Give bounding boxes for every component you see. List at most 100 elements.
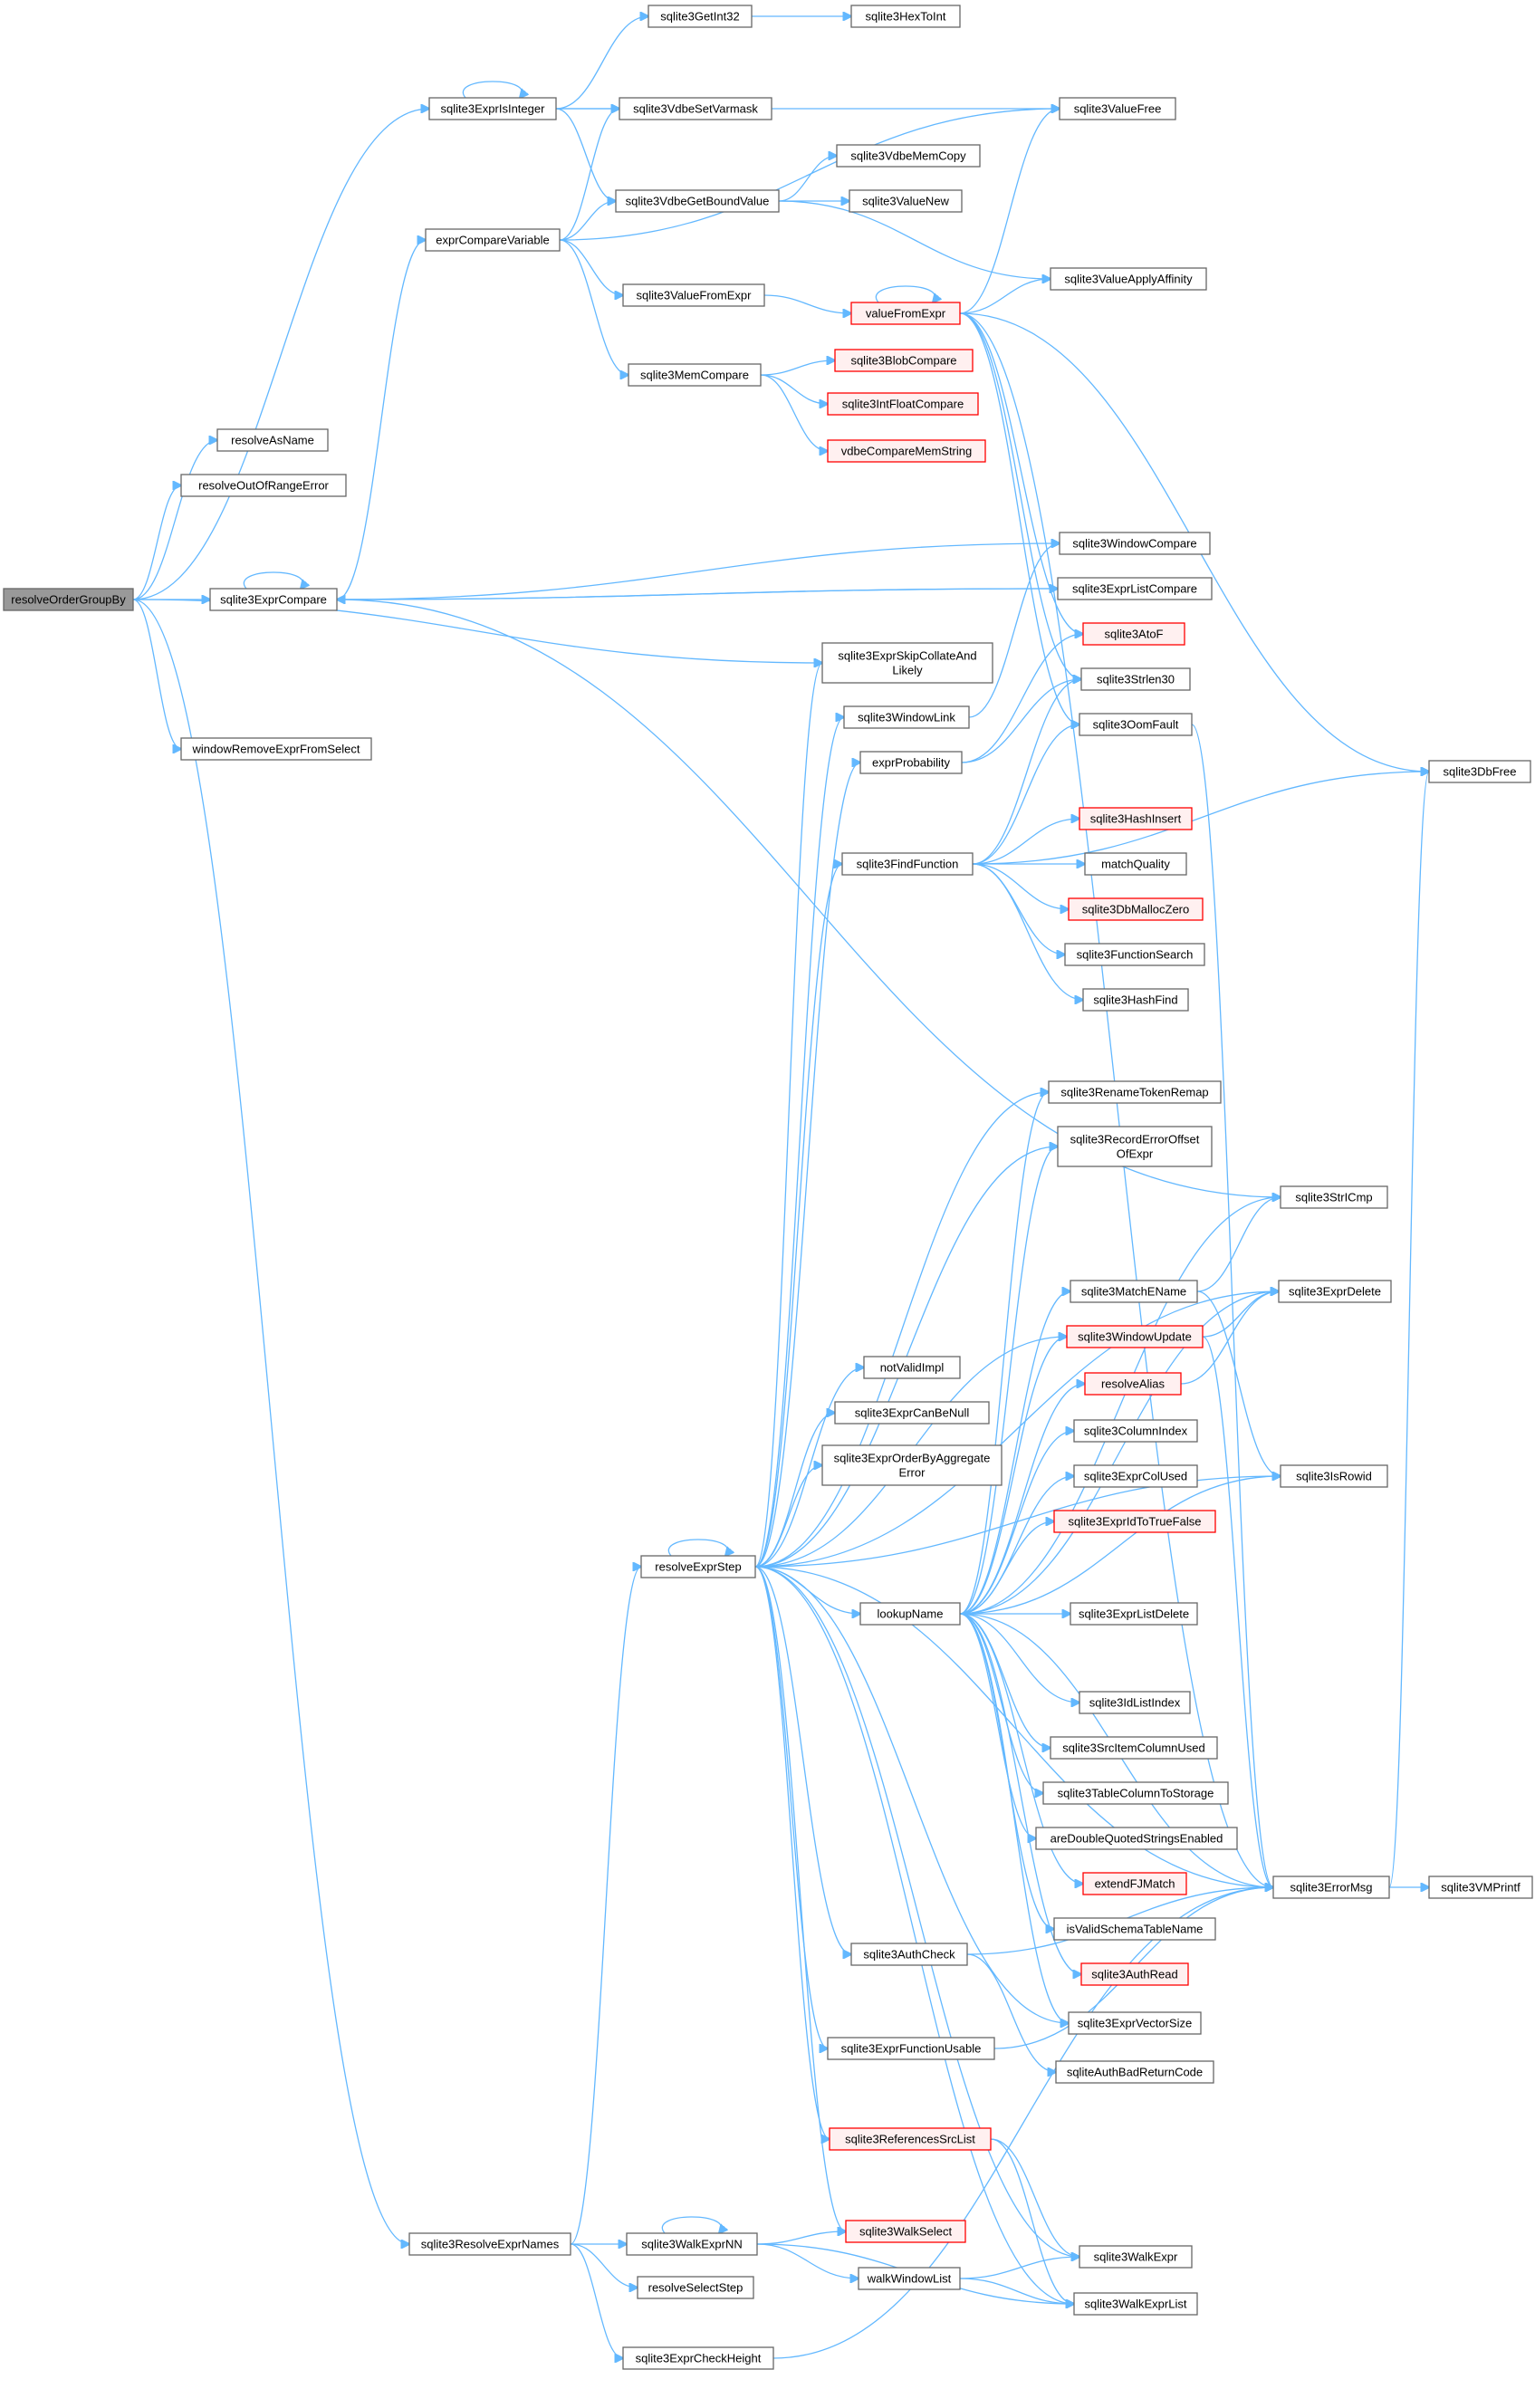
node-sqlite3-blob-compare[interactable]: sqlite3BlobCompare [834,349,974,372]
node-sqlite3-vdbe-mem-copy[interactable]: sqlite3VdbeMemCopy [836,144,981,168]
edge-lookup-name-to-sqlite3-expr-col-used [959,1476,1074,1615]
node-sqlite3-expr-col-used[interactable]: sqlite3ExprColUsed [1073,1464,1198,1488]
node-sqlite3-auth-read[interactable]: sqlite3AuthRead [1080,1962,1189,1986]
node-sqlite3-value-new[interactable]: sqlite3ValueNew [849,189,963,213]
node-vdbe-compare-mem-string[interactable]: vdbeCompareMemString [827,439,986,463]
node-sqlite3-expr-check-height[interactable]: sqlite3ExprCheckHeight [622,2346,774,2370]
node-resolve-alias[interactable]: resolveAlias [1084,1372,1182,1396]
node-sqlite3-is-rowid[interactable]: sqlite3IsRowid [1280,1464,1388,1488]
node-sqlite3-vmprintf[interactable]: sqlite3VMPrintf [1428,1876,1533,1899]
edge-resolve-expr-step-to-expr-probability [754,763,860,1568]
edge-resolve-expr-step-to-sqlite3-window-link [754,717,844,1568]
node-sqlite3-id-list-index[interactable]: sqlite3IdListIndex [1079,1691,1191,1714]
node-sqlite3-table-column-to-storage[interactable]: sqlite3TableColumnToStorage [1042,1781,1229,1805]
node-match-quality[interactable]: matchQuality [1084,852,1187,876]
node-resolve-expr-step[interactable]: resolveExprStep [640,1555,756,1578]
node-sqlite3-error-msg[interactable]: sqlite3ErrorMsg [1272,1876,1390,1899]
node-sqlite3-src-item-column-used[interactable]: sqlite3SrcItemColumnUsed [1050,1736,1218,1760]
node-value-from-expr[interactable]: valueFromExpr [850,302,961,325]
node-sqlite3-match-ename[interactable]: sqlite3MatchEName [1070,1280,1198,1303]
node-extend-fjmatch[interactable]: extendFJMatch [1082,1872,1187,1895]
node-sqlite3-window-link[interactable]: sqlite3WindowLink [843,705,970,729]
node-sqlite3-find-function[interactable]: sqlite3FindFunction [841,852,974,876]
node-sqlite3-expr-list-delete[interactable]: sqlite3ExprListDelete [1070,1602,1198,1626]
node-sqlite3-hex-to-int[interactable]: sqlite3HexToInt [850,5,961,28]
node-box [834,1401,990,1425]
node-sqlite3-expr-delete[interactable]: sqlite3ExprDelete [1278,1280,1392,1303]
node-sqlite3-auth-check[interactable]: sqlite3AuthCheck [850,1943,968,1966]
node-is-valid-schema-table-name[interactable]: isValidSchemaTableName [1053,1917,1216,1941]
node-sqlite3-strlen30[interactable]: sqlite3Strlen30 [1080,667,1191,691]
node-sqlite3-db-malloc-zero[interactable]: sqlite3DbMallocZero [1068,897,1204,921]
node-resolve-order-group-by[interactable]: resolveOrderGroupBy [3,588,134,611]
node-sqlite3-db-free[interactable]: sqlite3DbFree [1428,760,1531,783]
node-box [845,2220,966,2243]
node-sqlite3-expr-id-to-true-false[interactable]: sqlite3ExprIdToTrueFalse [1053,1510,1216,1533]
node-sqlite3-resolve-expr-names[interactable]: sqlite3ResolveExprNames [408,2232,571,2256]
node-sqlite3-walk-expr-nn[interactable]: sqlite3WalkExprNN [626,2232,758,2256]
node-sqlite3-expr-compare[interactable]: sqlite3ExprCompare [209,588,338,611]
node-sqlite3-expr-is-integer[interactable]: sqlite3ExprIsInteger [428,97,557,120]
node-sqlite3-expr-list-compare[interactable]: sqlite3ExprListCompare [1057,577,1213,600]
node-walk-window-list[interactable]: walkWindowList [858,2267,961,2290]
node-sqlite3-walk-expr[interactable]: sqlite3WalkExpr [1079,2245,1193,2269]
edge-sqlite3-error-msg-to-sqlite3-db-free [1388,772,1429,1888]
node-sqlite3-vdbe-set-varmask[interactable]: sqlite3VdbeSetVarmask [619,97,772,120]
node-label: sqlite3ColumnIndex [1084,1425,1188,1438]
node-sqlite3-int-float-compare[interactable]: sqlite3IntFloatCompare [827,392,979,416]
node-sqlite3-hash-insert[interactable]: sqlite3HashInsert [1079,807,1193,830]
node-sqlite3-oom-fault[interactable]: sqlite3OomFault [1079,713,1193,736]
node-label: matchQuality [1101,858,1170,871]
node-expr-probability[interactable]: exprProbability [859,751,963,774]
node-sqlite3-expr-can-be-null[interactable]: sqlite3ExprCanBeNull [834,1401,990,1425]
node-label: sqlite3Strlen30 [1097,673,1175,686]
node-window-remove-expr-from-select[interactable]: windowRemoveExprFromSelect [180,737,372,761]
node-not-valid-impl[interactable]: notValidImpl [863,1356,961,1379]
node-sqlite3-window-update[interactable]: sqlite3WindowUpdate [1066,1325,1204,1348]
node-sqlite3-references-src-list[interactable]: sqlite3ReferencesSrcList [829,2127,992,2151]
node-sqlite3-get-int32[interactable]: sqlite3GetInt32 [648,5,753,28]
node-sqlite3-ato-f[interactable]: sqlite3AtoF [1082,622,1185,646]
node-box [859,1602,961,1626]
node-sqlite3-mem-compare[interactable]: sqlite3MemCompare [628,363,762,387]
node-sqlite3-walk-select[interactable]: sqlite3WalkSelect [845,2220,966,2243]
node-resolve-select-step[interactable]: resolveSelectStep [637,2276,754,2299]
edge-sqlite3-mem-compare-to-sqlite3-blob-compare [760,360,835,376]
node-box [3,588,134,611]
node-sqlite-auth-bad-return-code[interactable]: sqliteAuthBadReturnCode [1055,2060,1214,2084]
edge-resolve-expr-step-to-sqlite3-auth-check [754,1566,851,1954]
node-sqlite3-column-index[interactable]: sqlite3ColumnIndex [1073,1419,1198,1443]
node-sqlite3-window-compare[interactable]: sqlite3WindowCompare [1059,532,1211,555]
node-box [1280,1185,1388,1209]
node-resolve-as-name[interactable]: resolveAsName [216,428,329,452]
node-sqlite3-hash-find[interactable]: sqlite3HashFind [1082,988,1189,1012]
node-sqlite3-rename-token-remap[interactable]: sqlite3RenameTokenRemap [1048,1080,1222,1104]
node-sqlite3-value-apply-affinity[interactable]: sqlite3ValueApplyAffinity [1050,267,1207,291]
node-sqlite3-str-icmp[interactable]: sqlite3StrICmp [1280,1185,1388,1209]
node-box [1053,1510,1216,1533]
edge-sqlite3-oom-fault-to-sqlite3-error-msg [1191,724,1273,1887]
node-label: sqlite3RecordErrorOffset [1070,1133,1200,1146]
edge-resolve-order-group-by-to-sqlite3-expr-is-integer [132,109,429,600]
node-are-double-quoted-strings-enabled[interactable]: areDoubleQuotedStringsEnabled [1035,1827,1238,1850]
node-lookup-name[interactable]: lookupName [859,1602,961,1626]
node-resolve-out-of-range-error[interactable]: resolveOutOfRangeError [180,474,347,497]
node-label: resolveOutOfRangeError [198,479,329,493]
node-sqlite3-expr-vector-size[interactable]: sqlite3ExprVectorSize [1068,2011,1202,2035]
node-sqlite3-function-search[interactable]: sqlite3FunctionSearch [1064,943,1205,966]
node-sqlite3-value-from-expr[interactable]: sqlite3ValueFromExpr [622,283,765,307]
node-label: sqlite3VdbeGetBoundValue [626,195,770,208]
edge-value-from-expr-to-sqlite3-oom-fault [959,312,1079,724]
node-sqlite3-expr-function-usable[interactable]: sqlite3ExprFunctionUsable [827,2037,995,2060]
node-label: sqlite3ExprListCompare [1072,582,1197,596]
node-sqlite3-vdbe-get-bound-value[interactable]: sqlite3VdbeGetBoundValue [615,189,780,213]
node-label: windowRemoveExprFromSelect [192,743,360,756]
edge-resolve-expr-step-to-sqlite3-walk-expr-list [754,1566,1074,2304]
node-label: areDoubleQuotedStringsEnabled [1051,1832,1223,1846]
node-sqlite3-walk-expr-list[interactable]: sqlite3WalkExprList [1073,2292,1198,2316]
node-expr-compare-variable[interactable]: exprCompareVariable [425,228,561,252]
node-sqlite3-value-free[interactable]: sqlite3ValueFree [1059,97,1176,120]
